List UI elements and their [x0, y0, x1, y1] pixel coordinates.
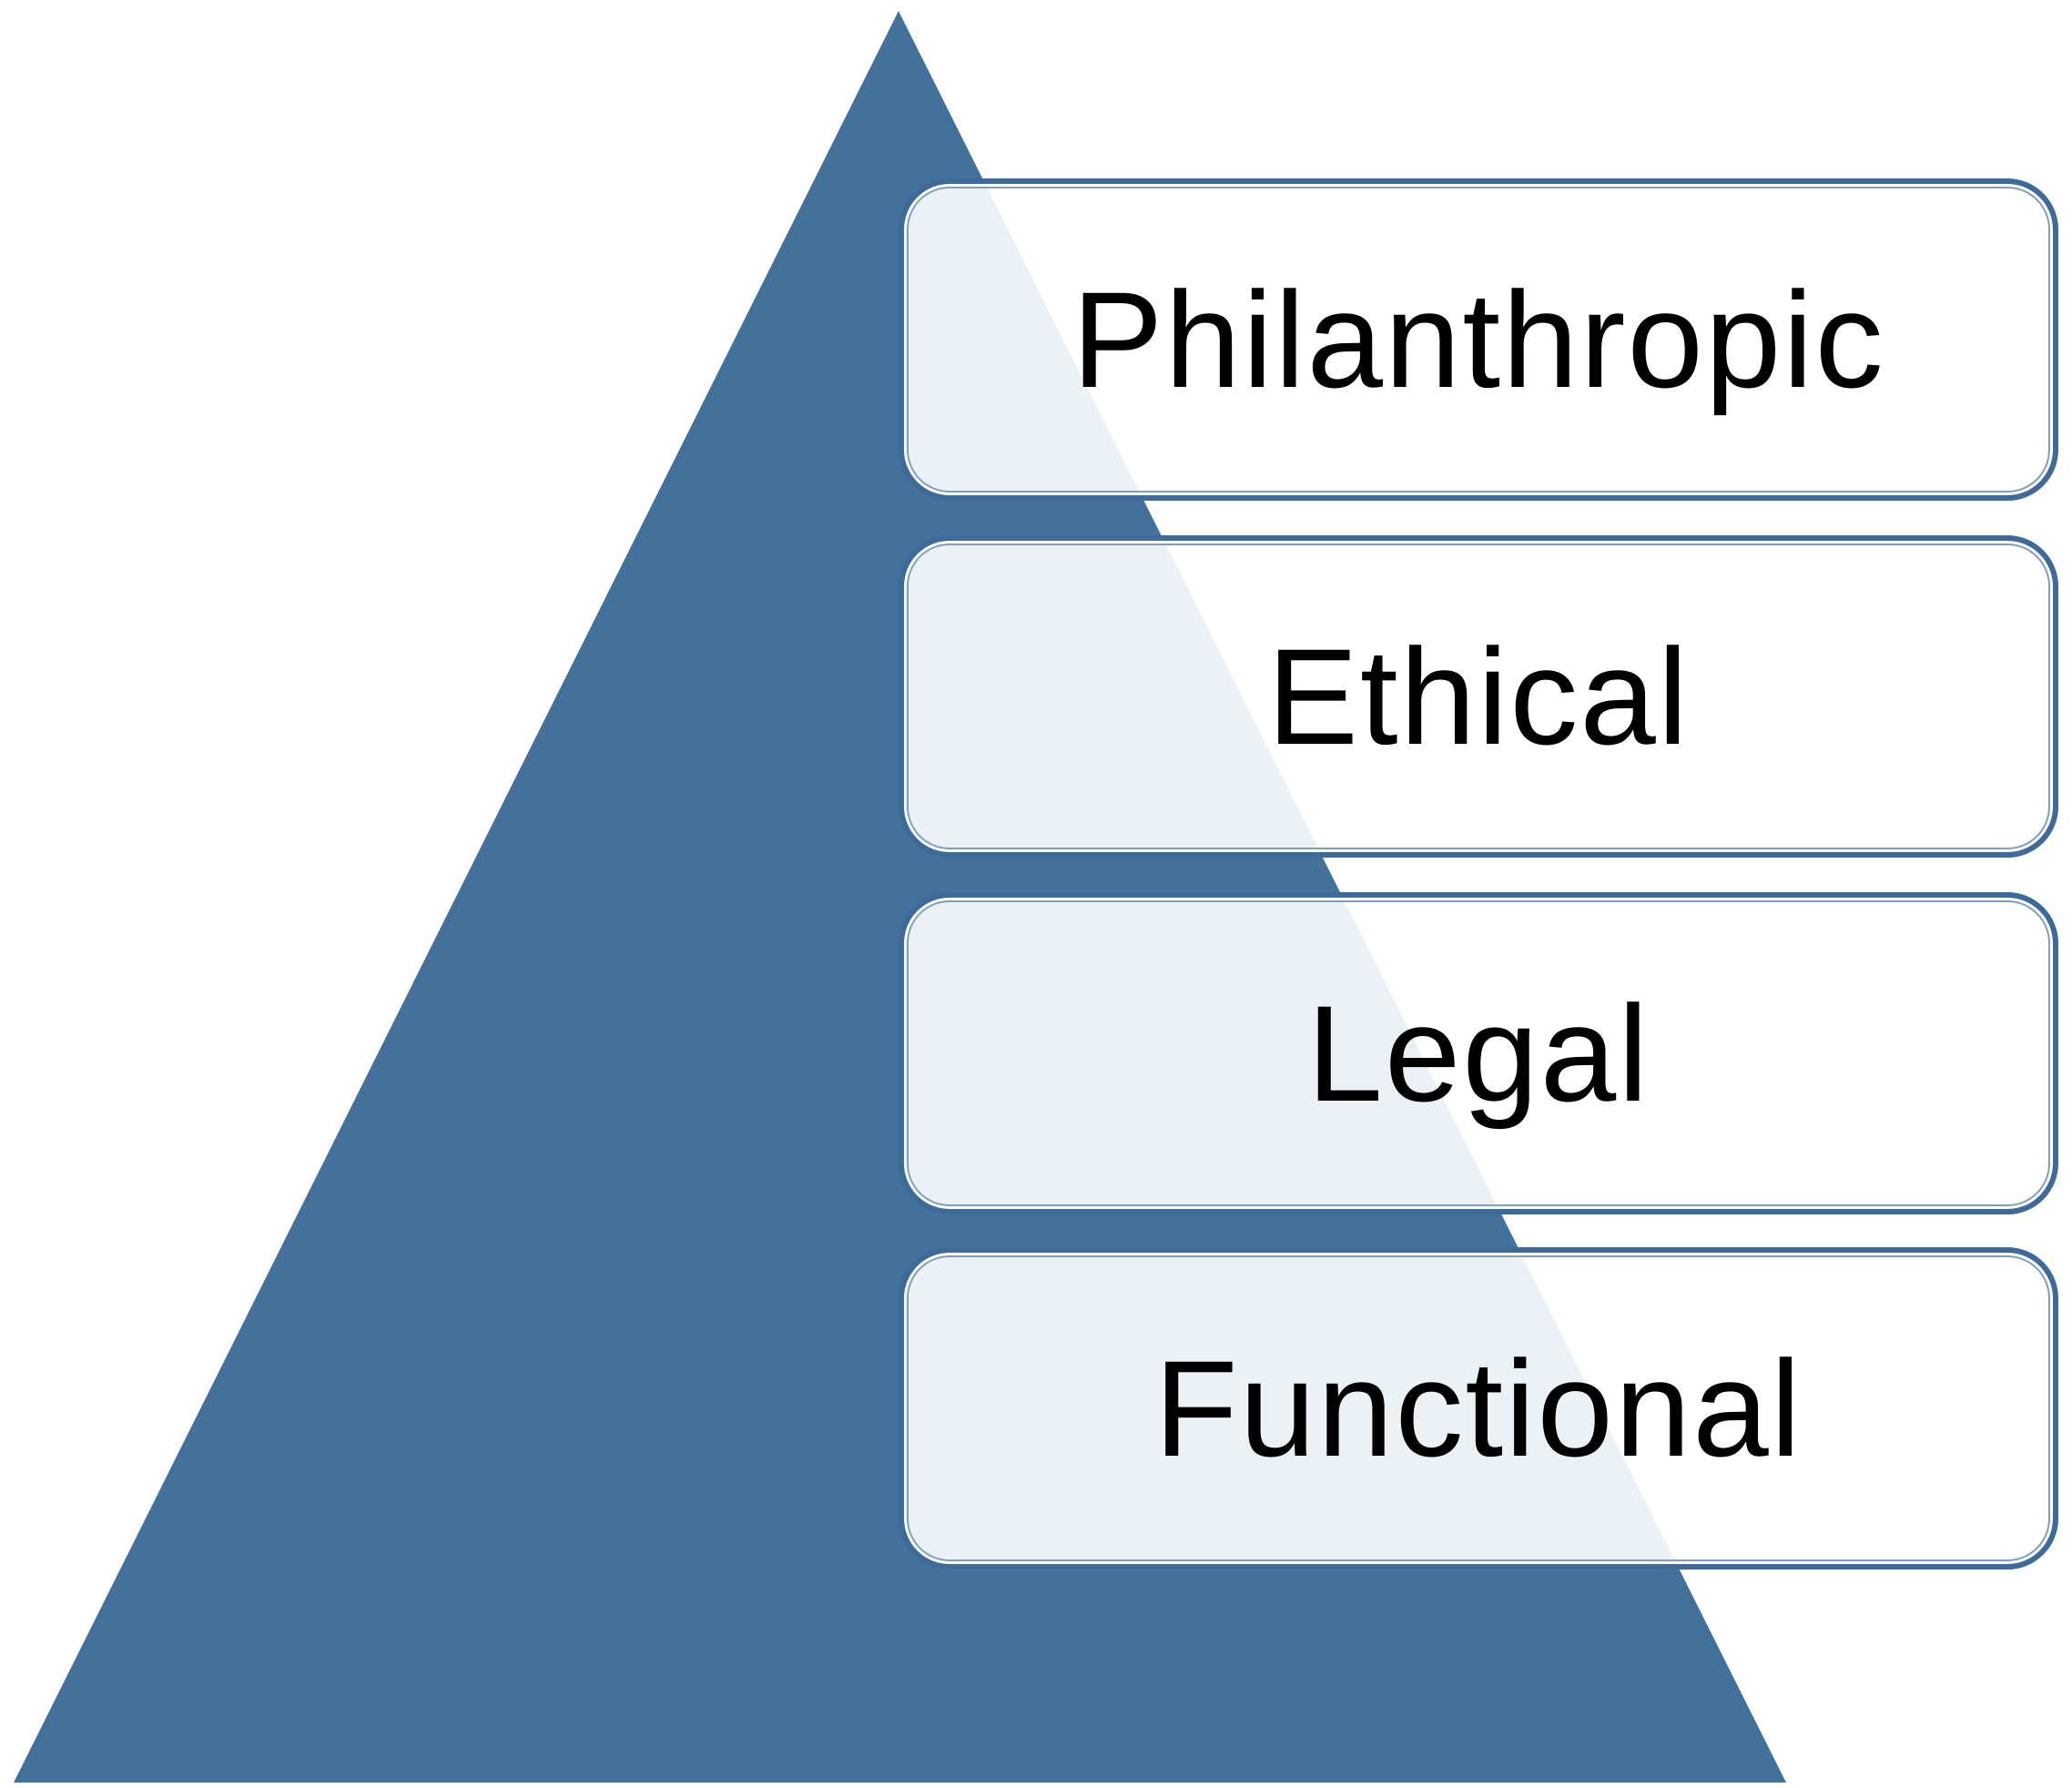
level-box-philanthropic: Philanthropic [899, 178, 2058, 501]
level-box-legal: Legal [899, 892, 2058, 1214]
level-label: Philanthropic [1072, 262, 1885, 416]
level-label: Legal [1306, 976, 1650, 1130]
level-label: Ethical [1266, 619, 1691, 773]
level-box-functional: Functional [899, 1247, 2058, 1570]
level-box-ethical: Ethical [899, 535, 2058, 858]
level-label: Functional [1153, 1331, 1803, 1485]
